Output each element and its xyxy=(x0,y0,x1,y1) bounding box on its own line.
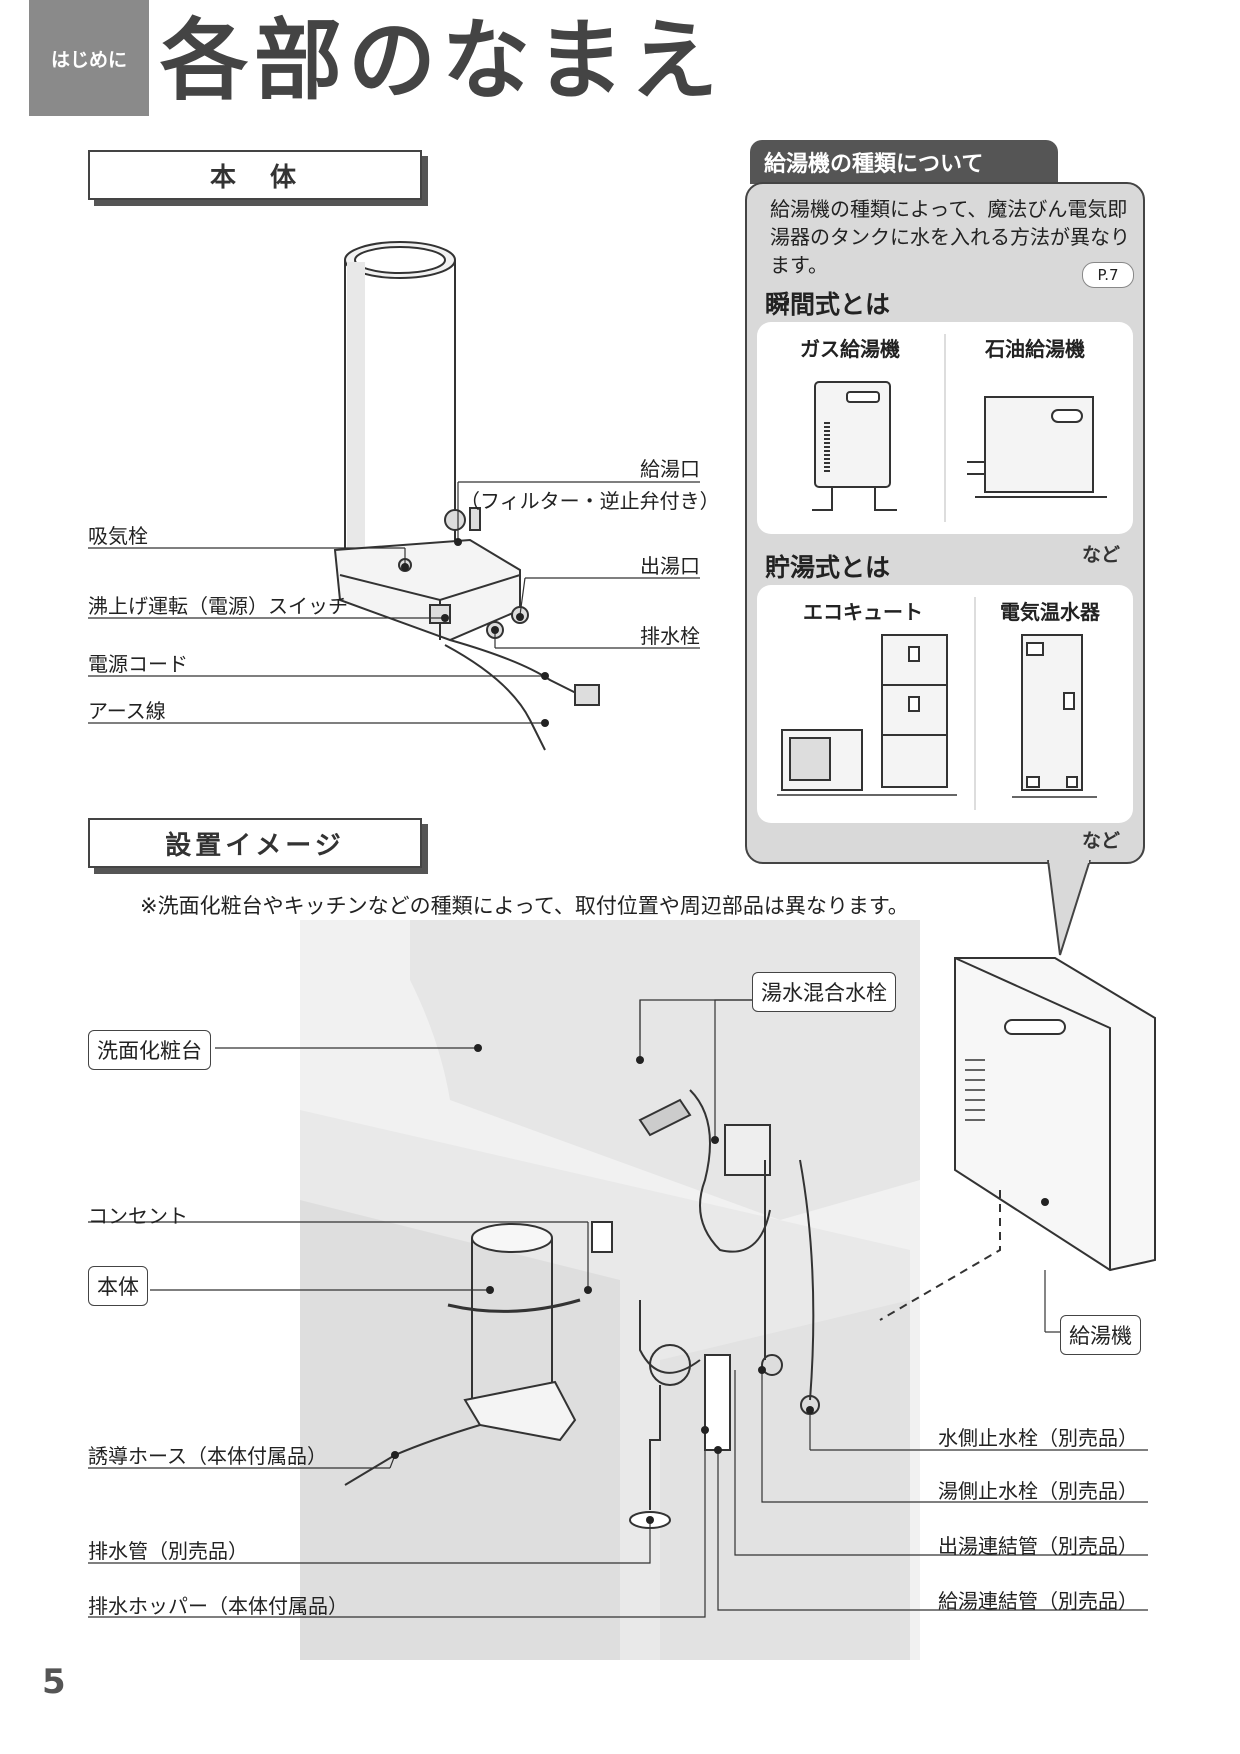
label-vanity: 洗面化粧台 xyxy=(88,1030,211,1070)
callout-pointer xyxy=(1047,860,1091,956)
label-outlet: 出湯口 xyxy=(640,554,700,578)
label-mixer-faucet: 湯水混合水栓 xyxy=(752,972,896,1012)
section-heading-install: 設置イメージ xyxy=(88,818,422,868)
instant-heaters-illustration xyxy=(812,334,1107,522)
page-number: 5 xyxy=(42,1662,66,1702)
page-reference: P.7 xyxy=(1082,262,1134,288)
electric-heater-label: 電気温水器 xyxy=(1000,600,1100,624)
install-note: ※洗面化粧台やキッチンなどの種類によって、取付位置や周辺部品は異なります。 xyxy=(140,894,909,918)
label-earth-wire: アース線 xyxy=(88,699,166,723)
label-guide-hose: 誘導ホース（本体付属品） xyxy=(88,1444,327,1468)
body-leader-lines xyxy=(88,481,700,727)
label-main-unit: 本体 xyxy=(88,1266,148,1306)
label-supply-pipe: 給湯連結管（別売品） xyxy=(938,1589,1138,1613)
label-outlet-socket: コンセント xyxy=(88,1204,188,1228)
oil-heater-label: 石油給湯機 xyxy=(985,337,1085,361)
label-power-cord: 電源コード xyxy=(88,652,188,676)
label-intake-plug: 吸気栓 xyxy=(88,524,148,548)
instant-etc: など xyxy=(1082,544,1121,566)
label-drain-hopper: 排水ホッパー（本体付属品） xyxy=(88,1594,348,1618)
storage-etc: など xyxy=(1082,830,1121,852)
label-water-stop-valve: 水側止水栓（別売品） xyxy=(938,1426,1138,1450)
ecocute-label: エコキュート xyxy=(803,600,923,624)
main-unit-illustration xyxy=(333,241,600,751)
heater-types-text: 給湯機の種類によって、魔法びん電気即湯器のタンクに水を入れる方法が異なります。 xyxy=(770,197,1130,277)
label-supply-inlet: 給湯口 xyxy=(640,457,700,481)
label-supply-inlet-note: （フィルター・逆止弁付き） xyxy=(460,489,720,513)
instant-heading: 瞬間式とは xyxy=(765,290,891,319)
section-tab: はじめに xyxy=(29,0,149,116)
label-hot-stop-valve: 湯側止水栓（別売品） xyxy=(938,1479,1138,1503)
label-drain-plug: 排水栓 xyxy=(640,624,700,648)
label-drain-pipe: 排水管（別売品） xyxy=(88,1539,248,1563)
heater-types-title: 給湯機の種類について xyxy=(750,140,1058,184)
storage-heading: 貯湯式とは xyxy=(765,553,891,582)
gas-heater-label: ガス給湯機 xyxy=(800,337,900,361)
label-outlet-pipe: 出湯連結管（別売品） xyxy=(938,1534,1138,1558)
section-heading-body: 本 体 xyxy=(88,150,422,200)
label-water-heater: 給湯機 xyxy=(1060,1315,1141,1355)
install-leader-lines xyxy=(88,999,1148,1618)
storage-heaters-illustration xyxy=(777,597,1097,810)
label-boil-switch: 沸上げ運転（電源）スイッチ xyxy=(88,594,348,618)
page-title: 各部のなまえ xyxy=(160,9,725,112)
